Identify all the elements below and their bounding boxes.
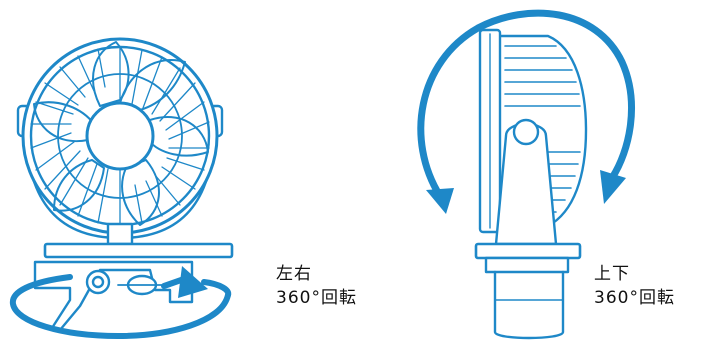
- fan-base-plate: [474, 242, 582, 260]
- fan-neck: [106, 222, 134, 246]
- fan-blades: [33, 41, 209, 226]
- fan-clip-body: [484, 256, 570, 340]
- caption-angle: 360°回転: [276, 288, 357, 308]
- caption-direction: 上下: [594, 264, 630, 284]
- fan-clip: [33, 260, 194, 332]
- clip-fan-side-view-icon: [474, 28, 588, 340]
- horizontal-rotation-caption: 左右 360°回転: [276, 262, 357, 310]
- caption-angle: 360°回転: [594, 288, 675, 308]
- vertical-rotation-arrow-icon: [417, 9, 635, 214]
- vertical-rotation-caption: 上下 360°回転: [594, 262, 675, 310]
- caption-direction: 左右: [276, 264, 312, 284]
- fan-guard-wires: [30, 46, 210, 226]
- horizontal-rotation-arrow-icon: [9, 266, 232, 340]
- fan-hub: [85, 101, 155, 171]
- fan-base: [43, 242, 234, 259]
- clip-fan-front-view-icon: [16, 37, 234, 332]
